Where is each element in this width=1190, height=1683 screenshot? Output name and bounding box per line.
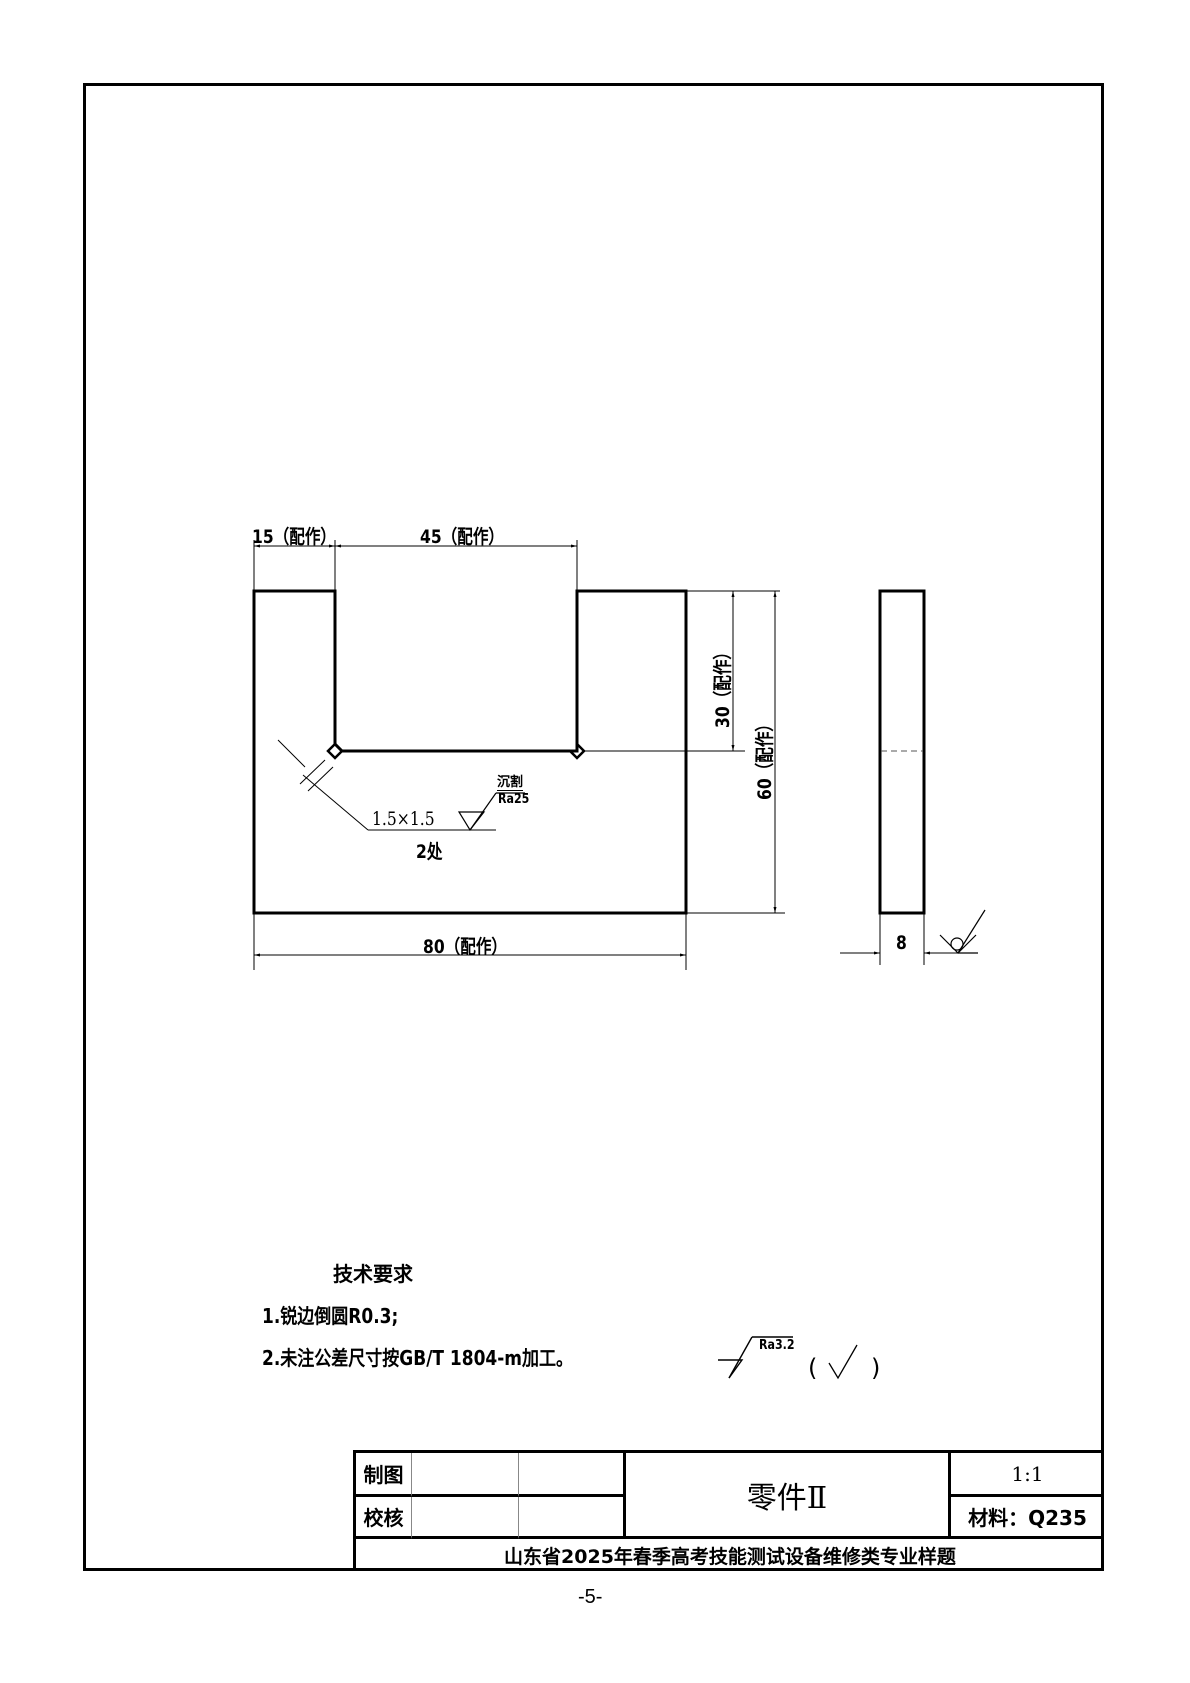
checked-by-date-cell [519, 1497, 626, 1539]
extension-lines [253, 540, 785, 970]
material-value: 材料：Q235 [968, 1506, 1087, 1530]
exam-title: 山东省2025年春季高考技能测试设备维修类专业样题 [504, 1545, 956, 1568]
chamfer-count: 2处 [416, 841, 443, 863]
roughness-symbol-chamfer [457, 792, 525, 832]
dim-slot-depth: 30（配作） [712, 643, 734, 728]
title-block: 制图 校核 零件Ⅱ 1:1 材料：Q235 山东省2025年春季高考技能测试设备… [353, 1450, 1104, 1571]
drawn-by-name-cell [412, 1453, 519, 1497]
checked-by-label-cell: 校核 [356, 1497, 412, 1539]
part-name: 零件Ⅱ [746, 1480, 828, 1516]
paren-close: ) [871, 1354, 881, 1382]
dimension-lines [254, 544, 777, 957]
checked-by-label: 校核 [363, 1506, 404, 1530]
tech-requirement-2: 2.未注公差尺寸按GB/T 1804-m加工。 [262, 1346, 574, 1370]
roughness-symbol-side [939, 909, 986, 954]
tech-requirements-title: 技术要求 [333, 1262, 413, 1286]
chamfer-label: 1.5×1.5 [372, 808, 435, 830]
dim-height: 60（配作） [754, 715, 776, 800]
drawing-frame [83, 83, 1104, 1571]
surface-roughness-label: Ra25 [498, 792, 530, 807]
chamfer-leader [277, 739, 496, 831]
tech-requirement-1: 1.锐边倒圆R0.3; [262, 1304, 399, 1328]
footer-cell: 山东省2025年春季高考技能测试设备维修类专业样题 [356, 1539, 1104, 1571]
surface-process-label: 沉割 [497, 771, 524, 791]
general-roughness-symbol [718, 1336, 793, 1379]
drawn-by-label: 制图 [363, 1463, 404, 1487]
part-name-cell: 零件Ⅱ [626, 1453, 951, 1539]
dim-left-width: 15（配作） [252, 526, 337, 548]
drawn-by-label-cell: 制图 [356, 1453, 412, 1497]
paren-open: ( [808, 1354, 818, 1382]
scale-value: 1:1 [1011, 1461, 1044, 1486]
material-cell: 材料：Q235 [951, 1497, 1104, 1539]
drawn-by-date-cell [519, 1453, 626, 1497]
front-view-outline [252, 589, 688, 915]
scale-cell: 1:1 [951, 1453, 1104, 1497]
dim-total-width: 80（配作） [423, 936, 508, 958]
page-number: -5- [578, 1586, 603, 1608]
dim-slot-width: 45（配作） [420, 526, 505, 548]
checked-by-name-cell [412, 1497, 519, 1539]
check-icon [828, 1344, 858, 1380]
dim-thickness: 8 [896, 932, 907, 954]
side-view-outline [878, 589, 926, 915]
general-roughness-value: Ra3.2 [759, 1338, 795, 1353]
